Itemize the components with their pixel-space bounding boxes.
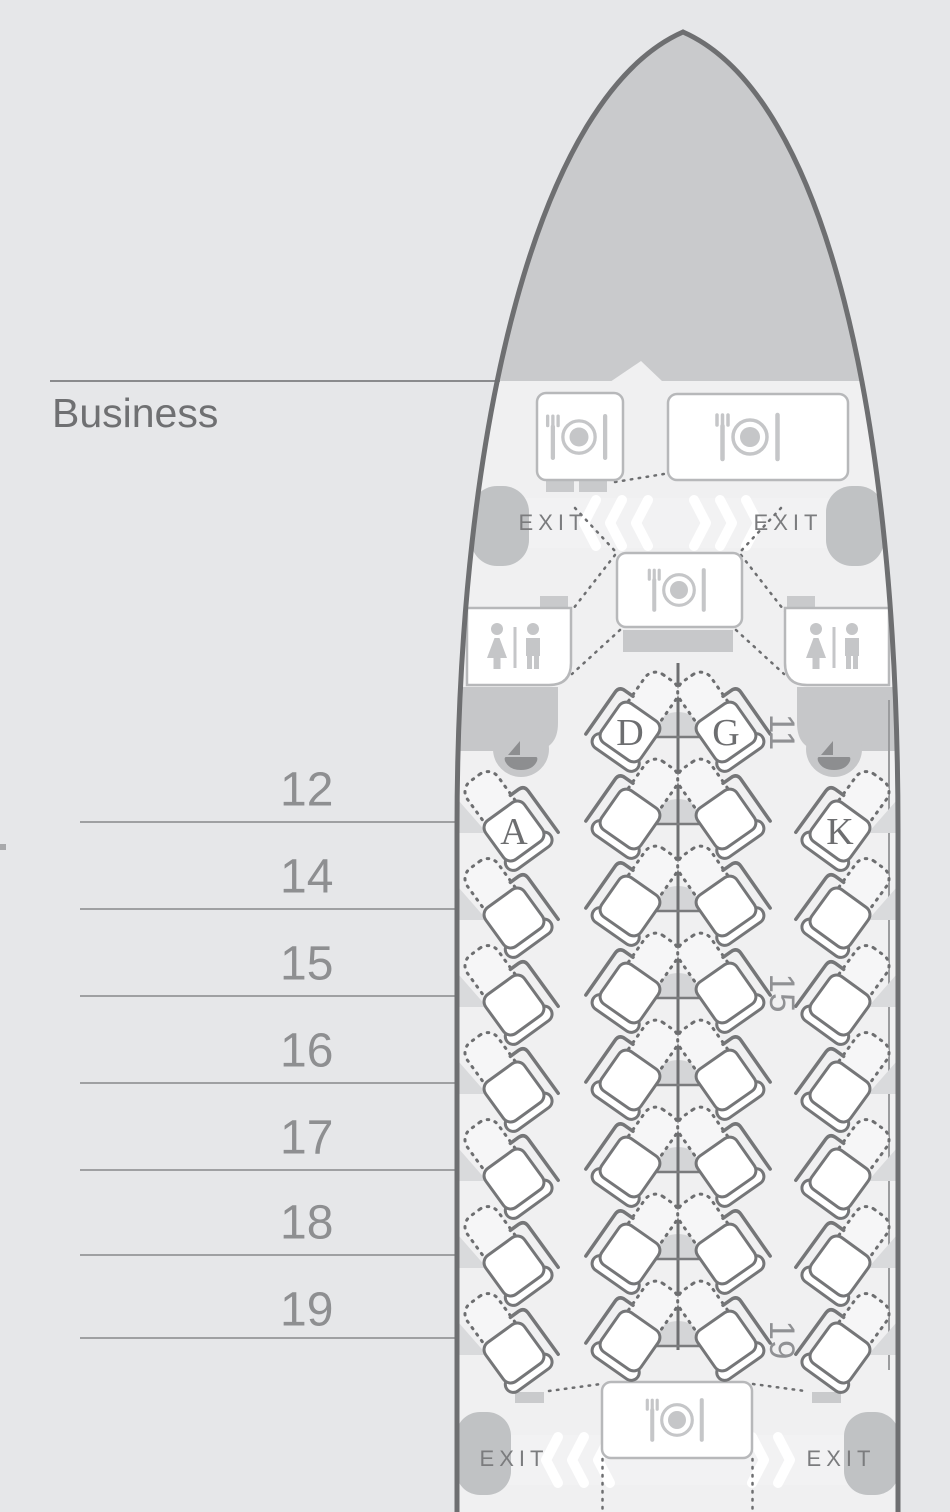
exit-label-front-left: EXIT bbox=[518, 510, 588, 535]
row-axis-label-16: 16 bbox=[280, 1024, 334, 1078]
seat-letters: D G A K bbox=[500, 712, 854, 853]
seat-letter-A: A bbox=[500, 811, 528, 853]
exit-label-rear-right: EXIT bbox=[806, 1446, 876, 1471]
bulkhead-left bbox=[459, 687, 558, 777]
window-consoles bbox=[459, 801, 896, 1355]
exit-door-front-left bbox=[471, 486, 529, 566]
row-axis-label-18: 18 bbox=[280, 1196, 334, 1250]
exit-door-rear-right bbox=[844, 1412, 898, 1495]
exit-door-front-right bbox=[826, 486, 884, 566]
seat-letter-G: G bbox=[712, 712, 739, 754]
row-axis-label-14: 14 bbox=[280, 850, 334, 904]
galley-front-left bbox=[535, 391, 625, 492]
exit-label-rear-left: EXIT bbox=[479, 1446, 549, 1471]
inline-row-marker-15: 15 bbox=[762, 973, 801, 1013]
row-divider-lines bbox=[651, 735, 705, 1348]
lavatory-left bbox=[465, 596, 573, 687]
monument-connectors bbox=[547, 472, 807, 1512]
edge-fragment bbox=[0, 844, 6, 850]
exit-door-rear-left bbox=[457, 1412, 511, 1495]
fuselage-outline bbox=[454, 29, 901, 1512]
galley-rear bbox=[515, 1380, 841, 1460]
cabin-class-label: Business bbox=[52, 390, 219, 436]
galley-front-right bbox=[666, 392, 850, 482]
lavatory-icon bbox=[806, 623, 859, 669]
lavatory-right bbox=[783, 596, 891, 687]
seat-letter-K: K bbox=[826, 811, 854, 853]
bulkhead-right bbox=[797, 687, 896, 777]
seat-letter-D: D bbox=[616, 712, 643, 754]
galley-mid bbox=[615, 551, 744, 652]
cockpit-door-notch bbox=[610, 361, 663, 382]
lavatory-icon bbox=[487, 623, 540, 669]
row-axis-label-17: 17 bbox=[280, 1111, 334, 1165]
exit-label-front-right: EXIT bbox=[753, 510, 823, 535]
inline-row-marker-11: 11 bbox=[762, 713, 801, 751]
row-axis-label-15: 15 bbox=[280, 937, 334, 991]
inline-row-marker-19: 19 bbox=[762, 1320, 801, 1360]
row-axis-label-12: 12 bbox=[280, 763, 334, 817]
row-axis-lines bbox=[80, 821, 456, 1339]
row-axis-label-19: 19 bbox=[280, 1283, 334, 1337]
exit-band-front bbox=[457, 486, 898, 566]
